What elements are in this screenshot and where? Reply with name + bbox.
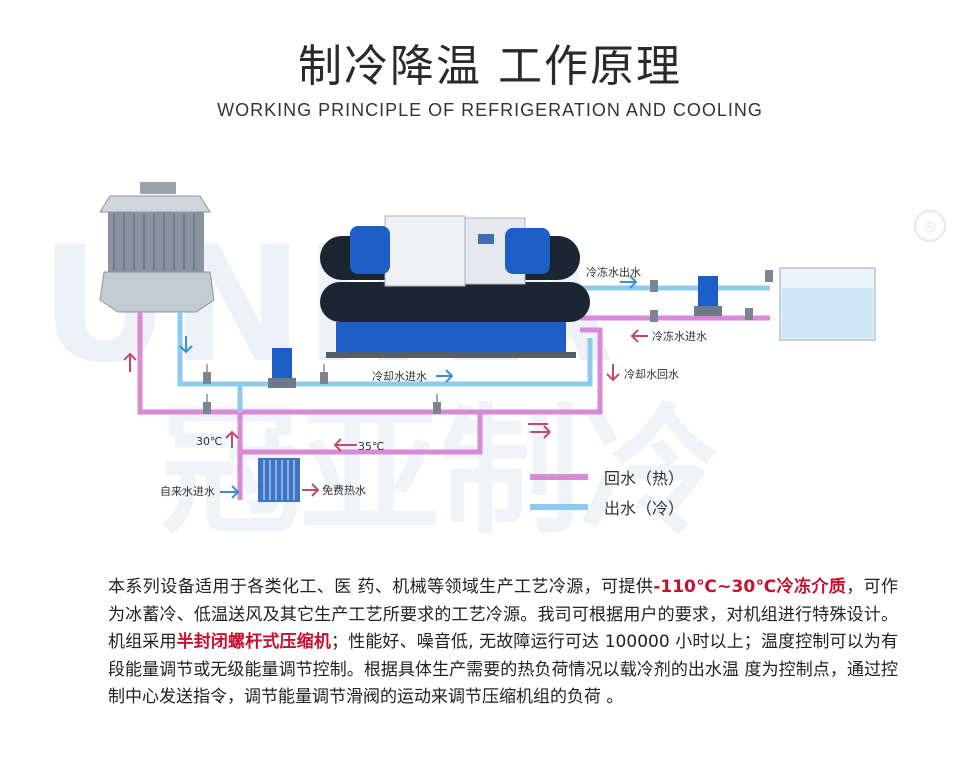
legend-hot-swatch	[530, 474, 588, 480]
page-subtitle: WORKING PRINCIPLE OF REFRIGERATION AND C…	[217, 100, 763, 120]
page-title: 制冷降温 工作原理	[298, 41, 682, 92]
watermark-brand: 冠亚制冷	[160, 391, 720, 550]
desc-highlight-compressor: 半封闭螺杆式压缩机	[176, 632, 331, 652]
legend-hot-label: 回水（热）	[604, 469, 684, 488]
hot-pipe	[137, 312, 603, 415]
temp-35-label: 35℃	[358, 440, 384, 453]
water-tank	[779, 267, 876, 341]
chilled-in-label: 冷冻水进水	[652, 329, 707, 343]
temp-30-label: 30℃	[196, 435, 222, 448]
chilled-pump	[694, 276, 722, 316]
legend-cold-label: 出水（冷）	[604, 499, 684, 518]
pipes	[137, 285, 770, 500]
chilled-out-label: 冷冻水出水	[586, 265, 641, 279]
flow-arrows	[123, 275, 648, 499]
description-paragraph: 本系列设备适用于各类化工、医 药、机械等领域生产工艺冷源，可提供-110℃~30…	[108, 574, 898, 712]
valves	[203, 270, 773, 414]
desc-text-2: ，可作为冰蓄冷、低温送风及其它生产工艺所要求的工艺冷源。我司可根据用户的要求，对…	[108, 577, 899, 652]
desc-text-3: ；性能好、噪音低, 无故障运行可达 100000 小时以上；温度控制可以为有段能…	[108, 632, 899, 707]
plate-heat-exchanger	[258, 458, 300, 502]
registered-mark: ®	[922, 217, 938, 236]
desc-text-1: 本系列设备适用于各类化工、医 药、机械等领域生产工艺冷源，可提供	[108, 577, 654, 597]
cooling-return-label: 冷却水回水	[624, 368, 679, 381]
free-hot-water-label: 免费热水	[322, 483, 366, 497]
chiller-unit	[320, 215, 590, 358]
refrigeration-diagram: UNIKA 冠亚制冷 ®	[40, 182, 946, 550]
legend: 回水（热） 出水（冷）	[530, 469, 684, 518]
tap-water-in-label: 自来水进水	[160, 485, 215, 498]
desc-highlight-temp-range: -110℃~30℃冷冻介质	[653, 577, 847, 597]
cold-pipe	[177, 312, 593, 387]
cooling-in-label: 冷却水进水	[372, 370, 427, 383]
cooling-pump	[268, 348, 296, 388]
hot-pipe-2	[237, 412, 483, 455]
legend-cold-swatch	[530, 504, 588, 510]
cooling-tower	[99, 182, 215, 313]
